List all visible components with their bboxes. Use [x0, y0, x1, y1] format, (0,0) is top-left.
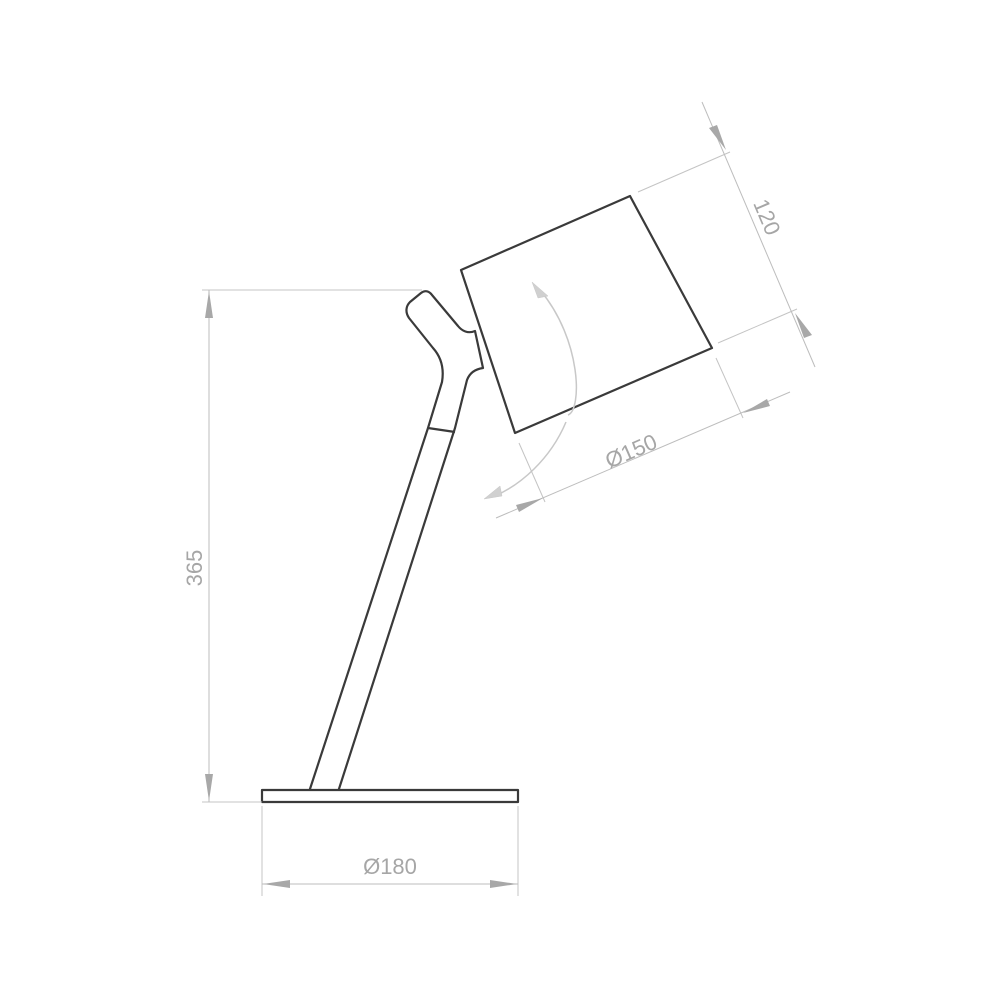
shade-diam-ext-right [715, 357, 744, 419]
rotation-arrow-down-icon [483, 485, 503, 500]
shade-diam-arrow-right-icon [743, 399, 770, 413]
shade-diam-dim-line [495, 391, 791, 519]
height-arrow-top-icon [205, 291, 213, 318]
rotation-arrow-up-icon [531, 281, 549, 299]
shade-len-ext-top [637, 151, 731, 193]
base-diameter-label: Ø180 [363, 854, 417, 879]
rotation-arc-lower [494, 421, 567, 497]
shade-diam-arrow-left-icon [516, 498, 543, 512]
lamp-base [260, 788, 520, 804]
shade-len-arrow-top-icon [709, 125, 726, 150]
shade-length-label: 120 [748, 195, 785, 239]
lamp-shade [459, 194, 714, 435]
dimension-base-diameter: Ø180 [261, 806, 519, 896]
dimension-height: 365 [182, 289, 422, 803]
shade-len-dim-line [701, 101, 816, 368]
rotation-arc-upper [539, 289, 578, 416]
shade-len-ext-bottom [717, 308, 798, 344]
lamp-arm [307, 290, 485, 794]
shade-diam-ext-left [518, 442, 546, 503]
shade-len-arrow-bottom-icon [795, 313, 812, 338]
shade-diameter-label: Ø150 [601, 429, 660, 473]
stem-band-line [427, 426, 456, 434]
lamp [260, 194, 714, 804]
rotation-indicator [483, 281, 578, 500]
base-arrow-left-icon [263, 880, 290, 888]
height-label: 365 [182, 550, 207, 587]
base-arrow-right-icon [490, 880, 517, 888]
height-arrow-bottom-icon [205, 774, 213, 801]
